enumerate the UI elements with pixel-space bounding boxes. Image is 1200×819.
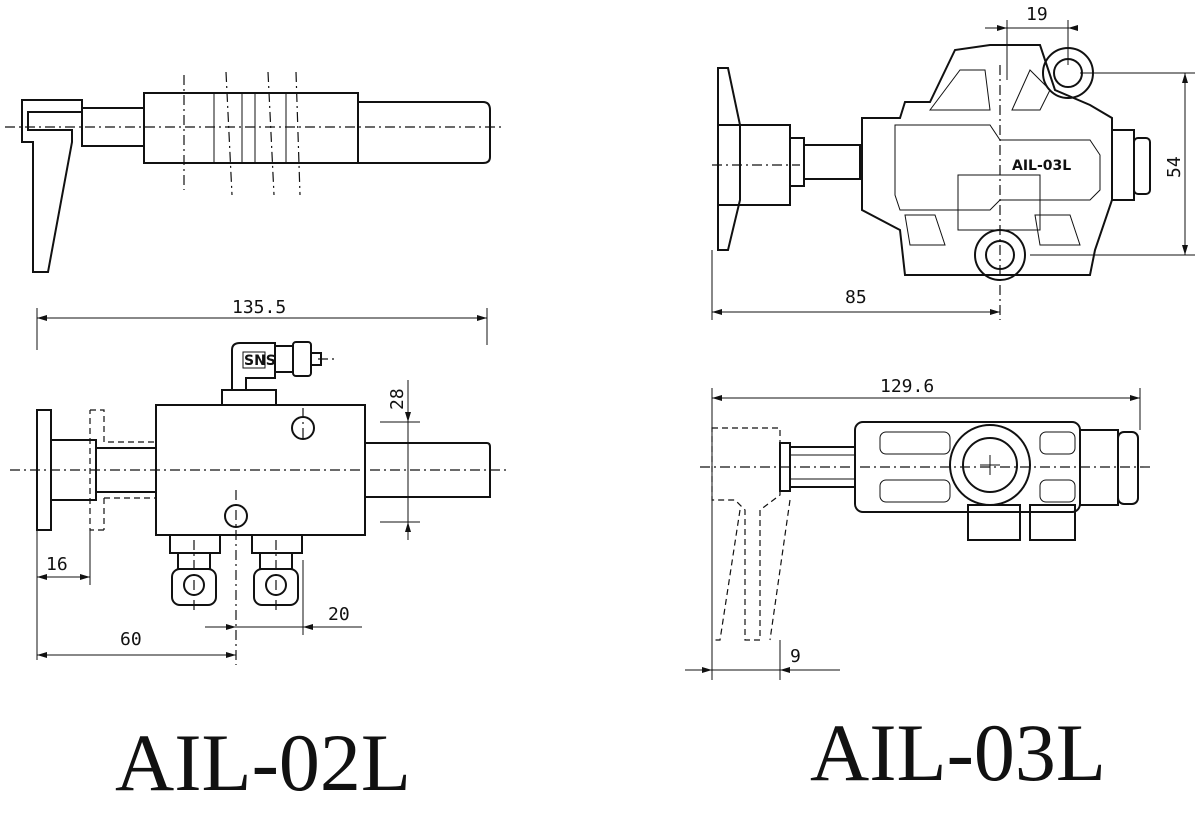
ail03l-front-view: 129.6 9 bbox=[685, 376, 1150, 680]
dim-right-offset: 85 bbox=[845, 287, 867, 308]
dim-right-height: 54 bbox=[1164, 156, 1185, 178]
dim-left-overall: 135.5 bbox=[232, 297, 286, 318]
model-title-right: AIL-03L bbox=[810, 707, 1106, 798]
ail02l-front-view: 135.5 SNS bbox=[10, 297, 510, 665]
dim-left-pitch: 20 bbox=[328, 604, 350, 625]
dim-left-flange: 16 bbox=[46, 554, 68, 575]
model-title-left: AIL-02L bbox=[115, 717, 411, 808]
dim-right-overall: 129.6 bbox=[880, 376, 934, 397]
dim-left-offset: 60 bbox=[120, 629, 142, 650]
sns-label: SNS bbox=[244, 353, 276, 369]
dim-right-flange: 9 bbox=[790, 646, 801, 667]
ail02l-top-view bbox=[5, 71, 505, 273]
ail03l-top-view: 19 AIL-03L 54 8 bbox=[711, 4, 1195, 320]
dim-left-height: 28 bbox=[387, 388, 408, 410]
body-label: AIL-03L bbox=[1012, 158, 1071, 174]
dim-right-top: 19 bbox=[1026, 4, 1048, 25]
